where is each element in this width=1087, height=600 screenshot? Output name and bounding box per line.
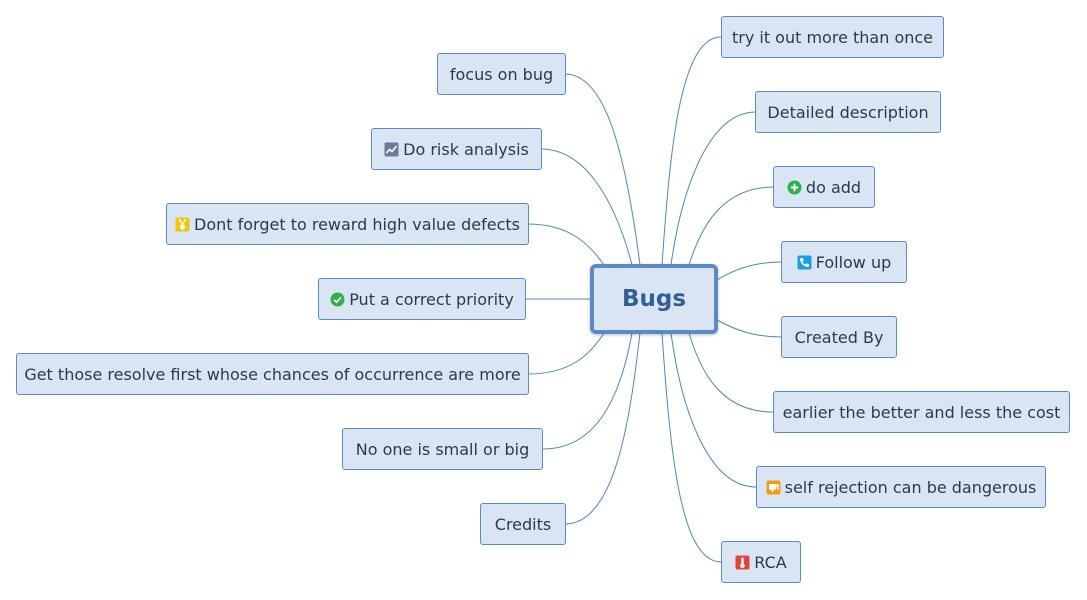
- topic-label: No one is small or big: [355, 439, 530, 459]
- connector: [661, 332, 722, 563]
- topic-label: Dont forget to reward high value defects: [194, 214, 520, 234]
- topic-do-add[interactable]: do add: [773, 166, 875, 208]
- topic-label: self rejection can be dangerous: [784, 477, 1037, 497]
- topic-created-by[interactable]: Created By: [781, 316, 897, 358]
- topic-label: Detailed description: [767, 102, 929, 122]
- check-circle-icon: [330, 292, 345, 307]
- chart-icon: [384, 142, 399, 157]
- topic-put-correct-priority[interactable]: Put a correct priority: [318, 278, 526, 320]
- topic-label: Get those resolve first whose chances of…: [24, 364, 521, 384]
- phone-icon: [797, 255, 812, 270]
- topic-label: RCA: [754, 552, 787, 572]
- topic-label: Credits: [494, 514, 552, 534]
- connector: [716, 319, 782, 338]
- topic-label: earlier the better and less the cost: [782, 402, 1061, 422]
- connector: [527, 332, 605, 375]
- topic-earlier-the-better[interactable]: earlier the better and less the cost: [773, 391, 1070, 433]
- topic-follow-up[interactable]: Follow up: [781, 241, 907, 283]
- topic-do-risk-analysis[interactable]: Do risk analysis: [371, 128, 542, 170]
- topic-reward-high-value-defects[interactable]: Dont forget to reward high value defects: [166, 203, 529, 245]
- topic-rca[interactable]: RCA: [721, 541, 801, 583]
- topic-label: Follow up: [815, 252, 892, 272]
- topic-label: Put a correct priority: [349, 289, 514, 309]
- connector: [527, 223, 605, 266]
- connector: [716, 261, 782, 281]
- central-topic-label: Bugs: [621, 286, 687, 312]
- topic-resolve-first[interactable]: Get those resolve first whose chances of…: [16, 353, 529, 395]
- connector: [670, 332, 757, 488]
- topic-label: focus on bug: [449, 64, 554, 84]
- connector: [670, 111, 757, 266]
- connector: [688, 332, 774, 413]
- medal-icon: [175, 217, 190, 232]
- connector: [661, 36, 722, 266]
- plus-circle-icon: [787, 180, 802, 195]
- thermometer-icon: [735, 555, 750, 570]
- topic-label: do add: [805, 177, 862, 197]
- topic-self-rejection[interactable]: self rejection can be dangerous: [756, 466, 1046, 508]
- connector: [564, 332, 641, 525]
- topic-try-more-than-once[interactable]: try it out more than once: [721, 16, 944, 58]
- topic-credits[interactable]: Credits: [480, 503, 566, 545]
- central-topic[interactable]: Bugs: [590, 264, 718, 334]
- topic-focus-on-bug[interactable]: focus on bug: [437, 53, 566, 95]
- thumbs-down-icon: [766, 480, 781, 495]
- topic-label: try it out more than once: [731, 27, 934, 47]
- topic-label: Created By: [794, 327, 884, 347]
- topic-no-one-small-or-big[interactable]: No one is small or big: [342, 428, 543, 470]
- connector: [564, 73, 641, 266]
- topic-detailed-description[interactable]: Detailed description: [755, 91, 941, 133]
- topic-label: Do risk analysis: [403, 139, 529, 159]
- connector: [542, 332, 633, 450]
- connector: [540, 148, 633, 266]
- connector: [688, 186, 775, 266]
